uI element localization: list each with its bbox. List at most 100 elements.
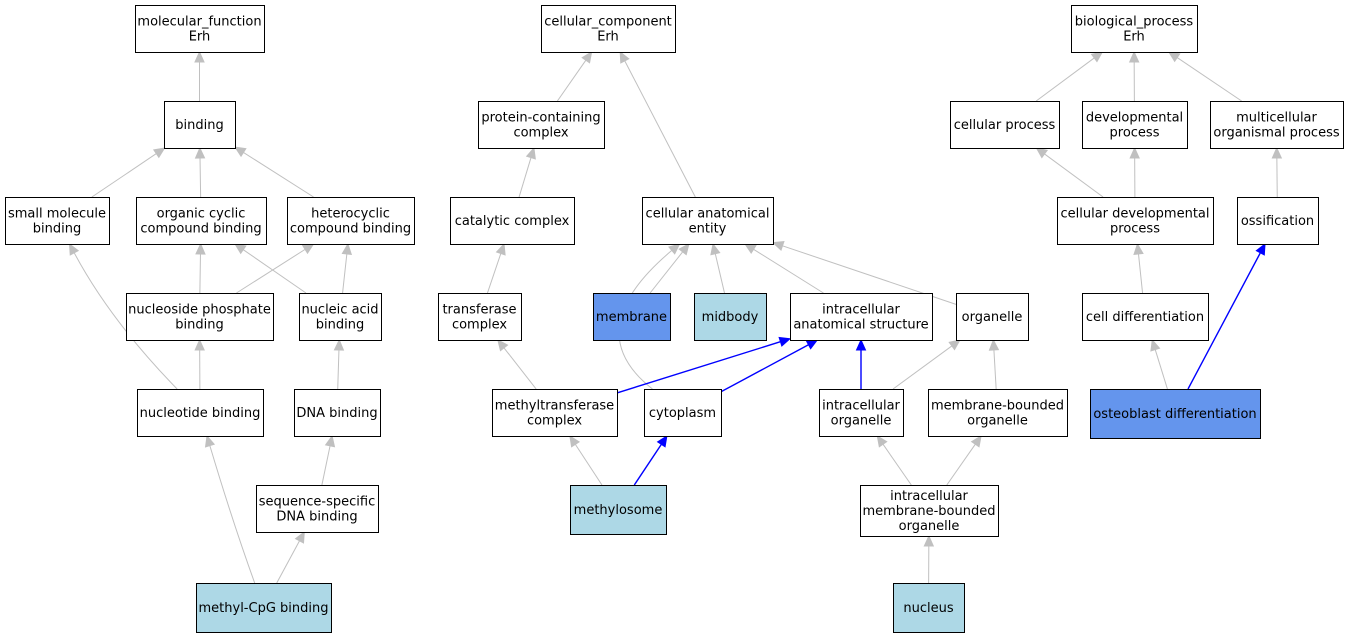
- node-label-line: organelle: [899, 519, 960, 534]
- node-label-line: methyltransferase: [495, 399, 614, 414]
- edge-nucleotide-binding-to-small-molecule-binding: [68, 242, 178, 390]
- edge-small-molecule-binding-to-binding: [91, 147, 166, 198]
- edge-line: [243, 152, 314, 198]
- node-label-line: nucleotide binding: [140, 406, 261, 421]
- edge-nucleic-acid-binding-to-heterocyclic-compound-binding: [341, 242, 353, 294]
- edge-line: [624, 60, 696, 198]
- edge-arrowhead: [324, 434, 336, 448]
- node-midbody[interactable]: midbody: [694, 293, 767, 341]
- node-cytoplasm[interactable]: cytoplasm: [644, 389, 722, 437]
- node-label-line: entity: [689, 222, 727, 237]
- node-box: [136, 197, 267, 245]
- edge-arrowhead: [569, 434, 581, 448]
- node-label-line: membrane: [596, 310, 667, 325]
- node-box: [1210, 101, 1344, 149]
- edge-heterocyclic-compound-binding-to-binding: [233, 146, 314, 198]
- edge-line: [1154, 349, 1168, 390]
- node-label-line: complex: [452, 318, 507, 333]
- edges-layer: [68, 50, 1283, 584]
- edge-arrowhead: [497, 339, 509, 352]
- node-nucleus[interactable]: nucleus: [893, 583, 965, 633]
- edge-sequence-specific-dna-binding-to-dna-binding: [321, 434, 336, 486]
- node-catalytic-complex[interactable]: catalytic complex: [450, 197, 575, 245]
- node-dna-binding[interactable]: DNA binding: [294, 389, 381, 437]
- node-label-line: cellular anatomical: [646, 207, 770, 222]
- edge-nucleoside-phosphate-binding-to-heterocyclic-compound-binding: [236, 243, 315, 294]
- edge-cellular-process-to-bp-root: [1035, 51, 1104, 102]
- edge-line: [753, 248, 824, 294]
- node-label-line: process: [1110, 222, 1160, 237]
- node-organelle[interactable]: organelle: [956, 293, 1029, 341]
- node-cellular-process[interactable]: cellular process: [950, 101, 1060, 149]
- node-label-line: multicellular: [1236, 111, 1317, 126]
- node-box: [478, 101, 605, 149]
- node-box: [287, 197, 415, 245]
- edge-multicellular-organismal-process-to-bp-root: [1167, 51, 1242, 102]
- node-label-line: nucleus: [903, 601, 953, 616]
- node-box: [492, 389, 618, 437]
- edge-cellular-anatomical-entity-to-cc-root: [619, 50, 696, 198]
- edge-arrowhead: [301, 243, 315, 255]
- node-box: [593, 293, 671, 341]
- node-box: [1090, 389, 1261, 439]
- node-nucleotide-binding[interactable]: nucleotide binding: [137, 389, 264, 437]
- node-binding[interactable]: binding: [164, 101, 236, 149]
- edge-line: [73, 252, 178, 390]
- node-ossification[interactable]: ossification: [1237, 197, 1319, 245]
- edge-nucleotide-binding-to-nucleoside-phosphate-binding: [194, 338, 205, 390]
- edge-intracellular-membrane-bounded-organelle-to-membrane-bounded-organelle: [946, 435, 982, 486]
- edge-methyl-cpg-binding-to-nucleotide-binding: [204, 434, 256, 584]
- node-label-line: intracellular: [890, 489, 968, 504]
- node-methylosome[interactable]: methylosome: [570, 485, 667, 535]
- edge-osteoblast-differentiation-to-cell-differentiation: [1150, 338, 1168, 390]
- edge-arrowhead: [525, 146, 536, 160]
- node-box: [570, 485, 667, 535]
- node-box: [860, 485, 999, 537]
- node-box: [694, 293, 767, 341]
- node-label-line: cell differentiation: [1086, 310, 1204, 325]
- node-label-line: organic cyclic: [157, 207, 246, 222]
- node-osteoblast-differentiation[interactable]: osteoblast differentiation: [1090, 389, 1261, 439]
- node-box: [642, 197, 774, 245]
- node-label-line: organelle: [962, 310, 1023, 325]
- node-membrane[interactable]: membrane: [593, 293, 671, 341]
- edge-line: [633, 443, 662, 486]
- edge-arrowhead: [341, 242, 353, 256]
- edge-line: [574, 444, 603, 486]
- edge-ossification-to-multicellular-organismal-process: [1271, 146, 1283, 198]
- edge-line: [236, 248, 306, 294]
- node-label-line: cellular developmental: [1061, 207, 1210, 222]
- edge-arrowhead: [194, 146, 206, 159]
- edge-line: [1187, 252, 1261, 390]
- edge-line: [337, 349, 340, 390]
- node-cell-differentiation[interactable]: cell differentiation: [1082, 293, 1209, 341]
- edge-arrowhead: [619, 50, 630, 64]
- edge-arrowhead: [195, 242, 206, 255]
- node-box: [126, 293, 274, 341]
- edge-arrowhead: [294, 530, 305, 544]
- node-methyl-cpg-binding[interactable]: methyl-CpG binding: [196, 583, 332, 633]
- node-label-line: compound binding: [290, 222, 411, 237]
